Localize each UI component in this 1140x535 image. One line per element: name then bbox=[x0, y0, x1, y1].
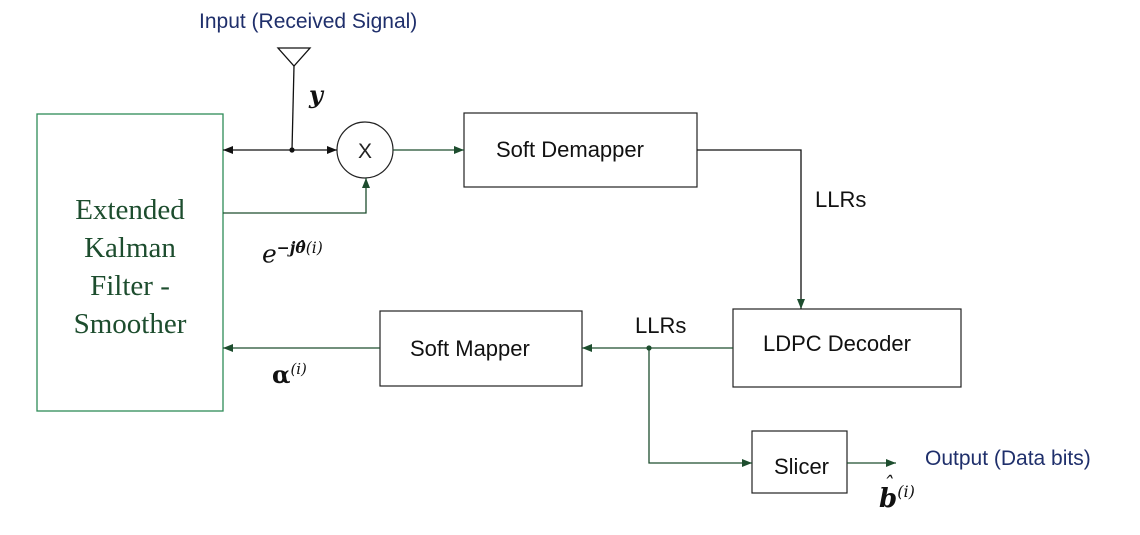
ekf-line-1: Extended bbox=[75, 194, 185, 226]
junction-dot-input bbox=[289, 147, 295, 153]
arrow-demapper-to-ldpc bbox=[697, 149, 805, 309]
slicer-label: Slicer bbox=[774, 454, 830, 479]
output-label: Output (Data bits) bbox=[925, 447, 1091, 470]
b-superscript: (i) bbox=[897, 482, 915, 501]
arrow-branch-to-slicer bbox=[648, 348, 752, 467]
ekf-smoother-label: Extended Kalman Filter - Smoother bbox=[37, 191, 223, 343]
phase-superscript: (i) bbox=[305, 239, 323, 257]
antenna-icon bbox=[276, 47, 312, 151]
alpha-superscript: (i) bbox=[290, 360, 307, 378]
llrs-label-right: LLRs bbox=[815, 187, 867, 212]
alpha-symbol: α bbox=[272, 360, 291, 389]
arrow-phase-feedback bbox=[223, 178, 370, 214]
ekf-smoother-block bbox=[36, 113, 224, 412]
alpha-term: α(i) bbox=[272, 360, 307, 389]
phase-base: e bbox=[262, 239, 277, 269]
phase-exponent: −jθ̂ bbox=[276, 238, 306, 257]
y-symbol: y bbox=[309, 80, 323, 109]
phase-term: e−jθ̂(i) bbox=[262, 238, 323, 268]
slicer-block bbox=[751, 430, 848, 494]
b-symbol: b bbox=[879, 483, 898, 514]
ekf-line-4: Smoother bbox=[73, 308, 187, 340]
input-label: Input (Received Signal) bbox=[199, 10, 418, 33]
multiplier-symbol: X bbox=[358, 140, 372, 163]
llrs-label-mid: LLRs bbox=[635, 313, 687, 338]
ekf-line-3: Filter - bbox=[90, 270, 170, 302]
ldpc-decoder-label: LDPC Decoder bbox=[763, 331, 911, 356]
b-hat-caret: ˆ bbox=[882, 472, 894, 497]
soft-mapper-label: Soft Mapper bbox=[410, 336, 530, 361]
soft-demapper-label: Soft Demapper bbox=[496, 137, 644, 162]
ekf-line-2: Kalman bbox=[84, 232, 176, 264]
